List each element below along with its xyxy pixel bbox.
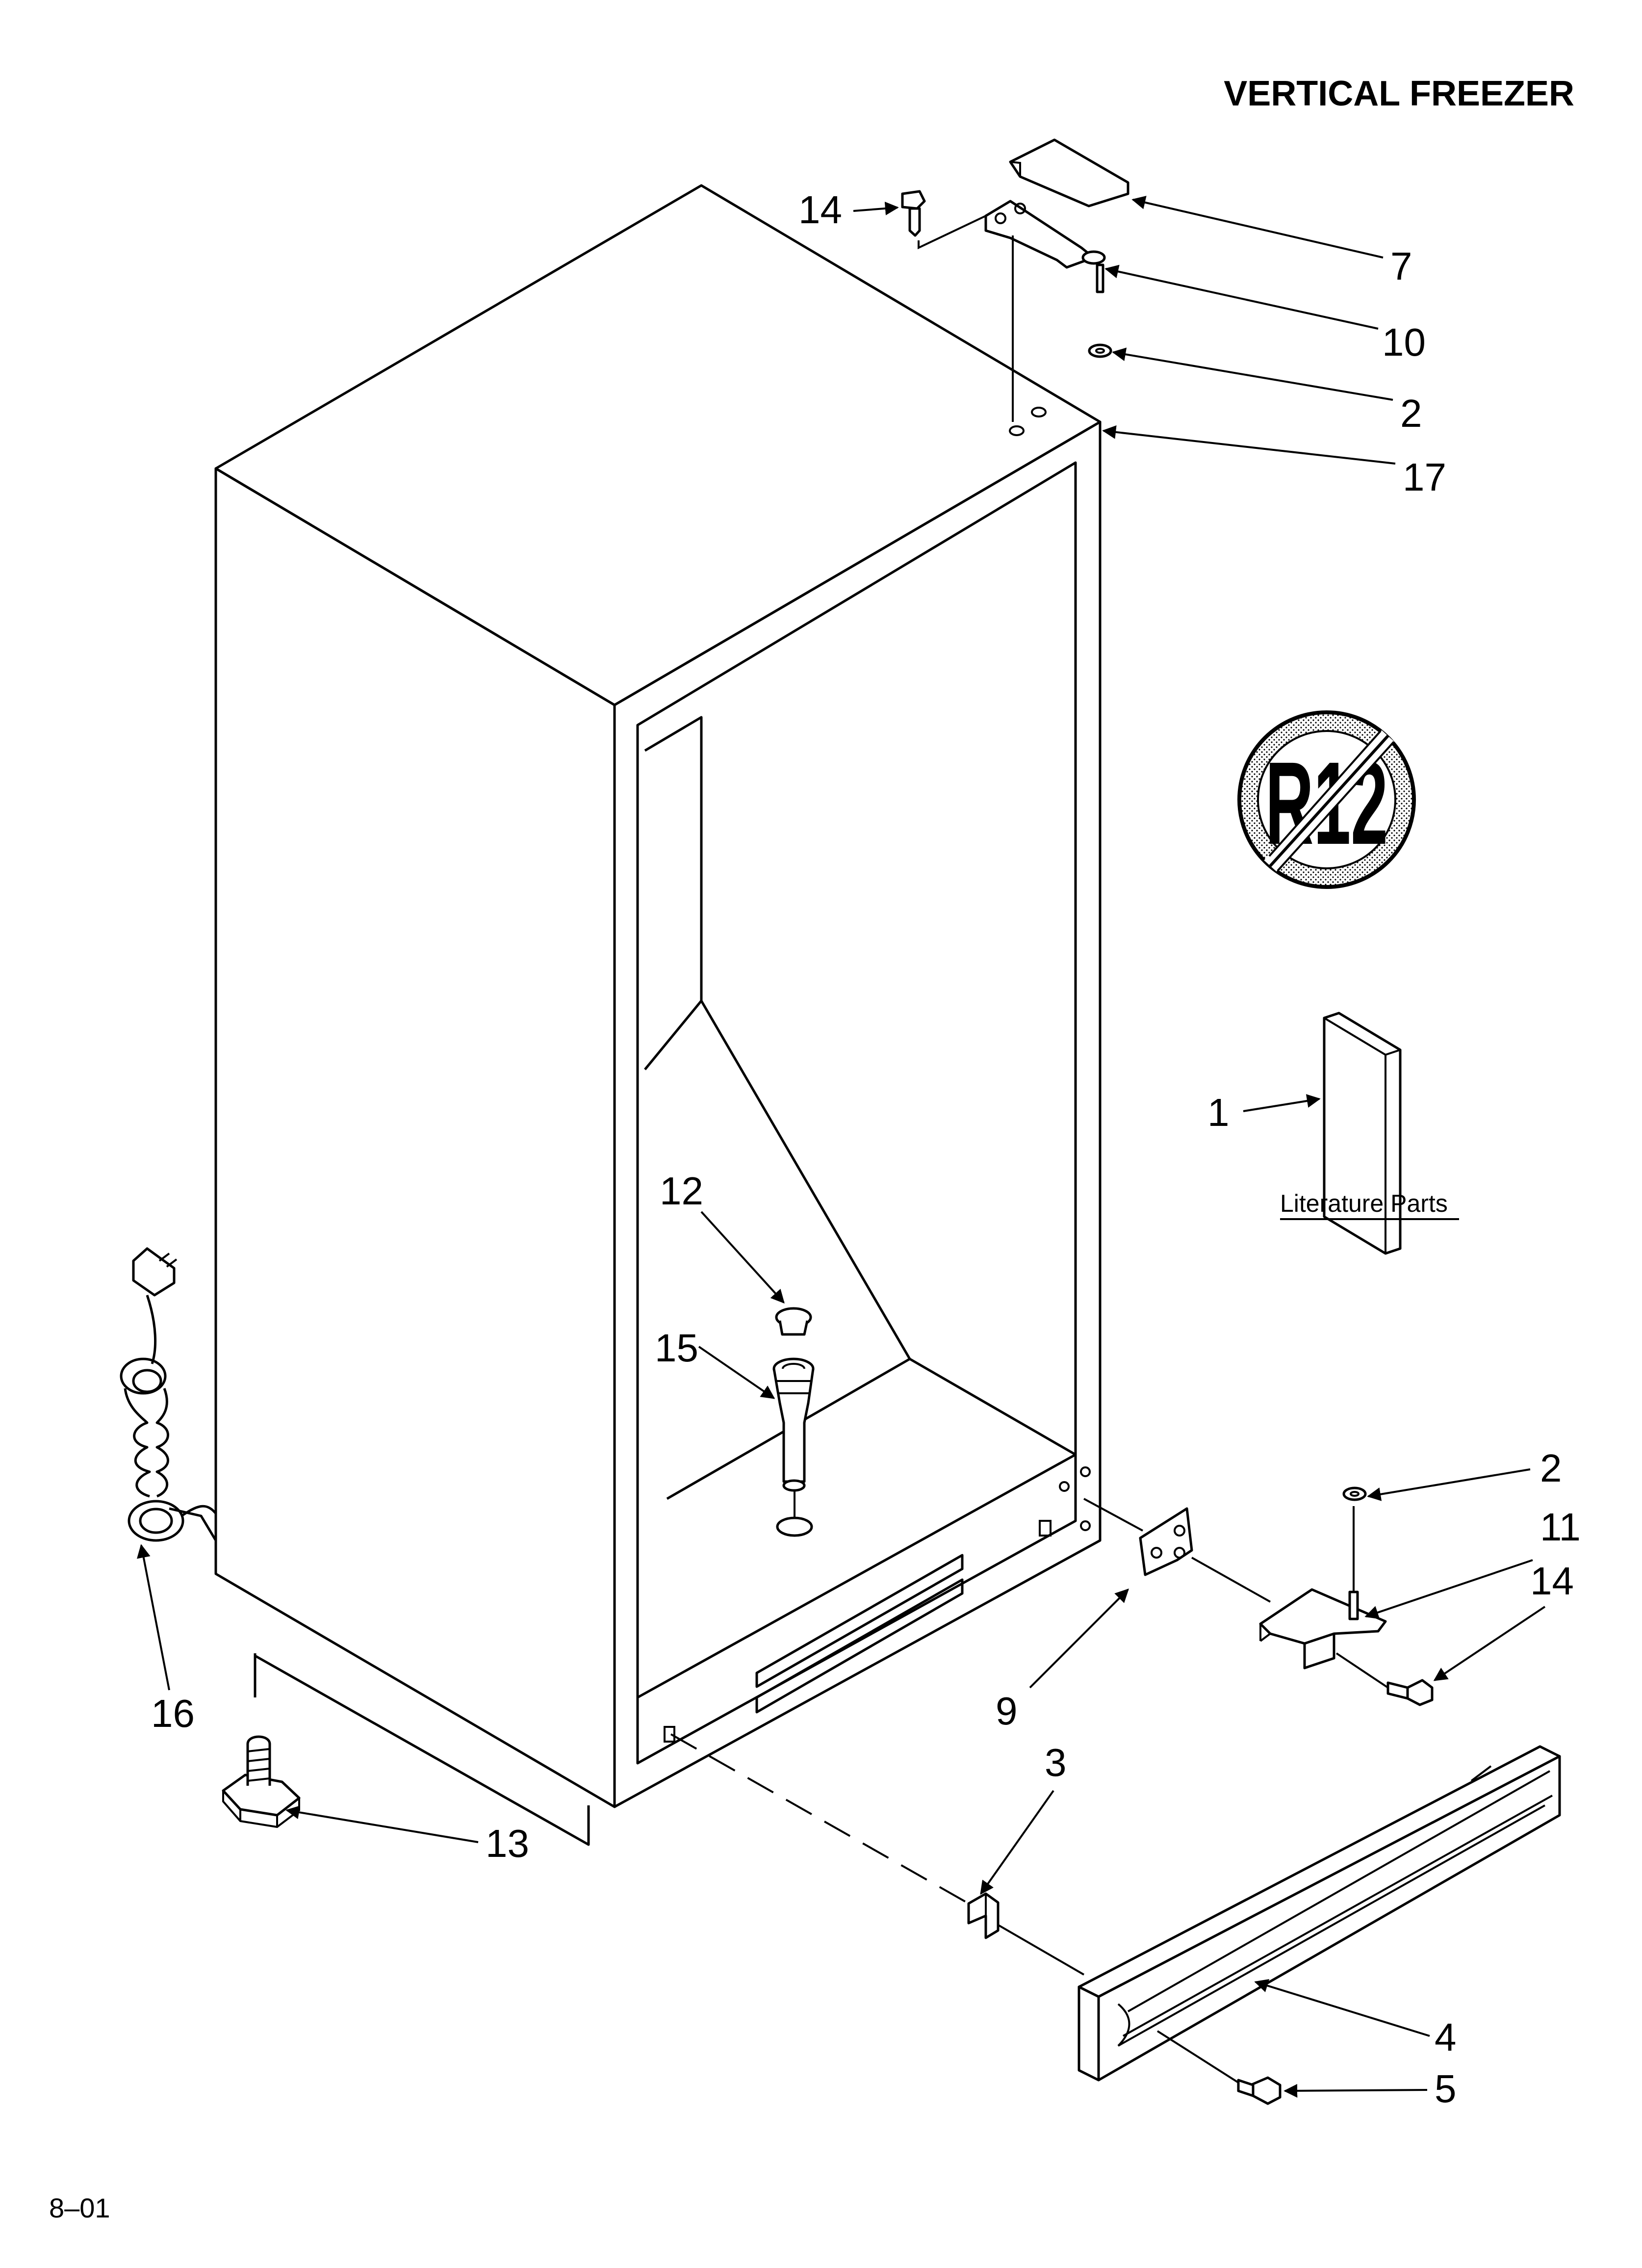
hinge-pin [1096,263,1104,293]
clip-alignment-line [670,1733,969,1904]
screw-bottom-hinge [1335,1652,1434,1706]
top-hinge-bracket [984,200,1106,422]
grille-clip [967,1892,1000,1939]
callout-7: 7 [1390,244,1412,288]
hinge-pin-bottom [1348,1506,1359,1620]
power-cord [120,1247,217,1542]
callout-16: 16 [151,1692,195,1735]
washer-top [1088,343,1112,358]
callout-4: 4 [1435,2015,1457,2059]
callout-12: 12 [660,1169,703,1213]
callout-10: 10 [1382,320,1426,364]
grille-screw [1156,2030,1282,2105]
callout-2-bottom: 2 [1540,1446,1562,1490]
footer-date: 8–01 [49,2192,110,2223]
literature-parts-label: Literature Parts [1280,1190,1448,1217]
callout-15: 15 [655,1326,698,1370]
callout-14-top: 14 [798,188,842,232]
freezer-cabinet [169,184,1102,1846]
leveling-leg [222,1735,301,1828]
hinge-spacer-plate [1083,1498,1271,1603]
callout-2-top: 2 [1400,391,1422,435]
top-hinge-cover [1009,138,1129,208]
no-r12-badge: R12 [1237,710,1416,889]
drain-plug [775,1307,812,1336]
callout-11: 11 [1540,1505,1581,1549]
bottom-hinge-bracket [1259,1588,1387,1669]
callout-13: 13 [486,1822,529,1865]
callout-14-bottom: 14 [1530,1559,1574,1603]
callout-3: 3 [1045,1741,1067,1784]
toe-grille [1078,1745,1561,2082]
callout-9: 9 [996,1689,1018,1733]
drain-tube [772,1357,815,1537]
washer-bottom [1342,1486,1367,1501]
callout-17: 17 [1403,455,1446,499]
callout-1: 1 [1207,1091,1230,1134]
literature-booklet [1323,1012,1402,1255]
page-title: VERTICAL FREEZER [1224,74,1574,113]
callout-5: 5 [1435,2067,1457,2111]
screw-top [901,190,986,250]
